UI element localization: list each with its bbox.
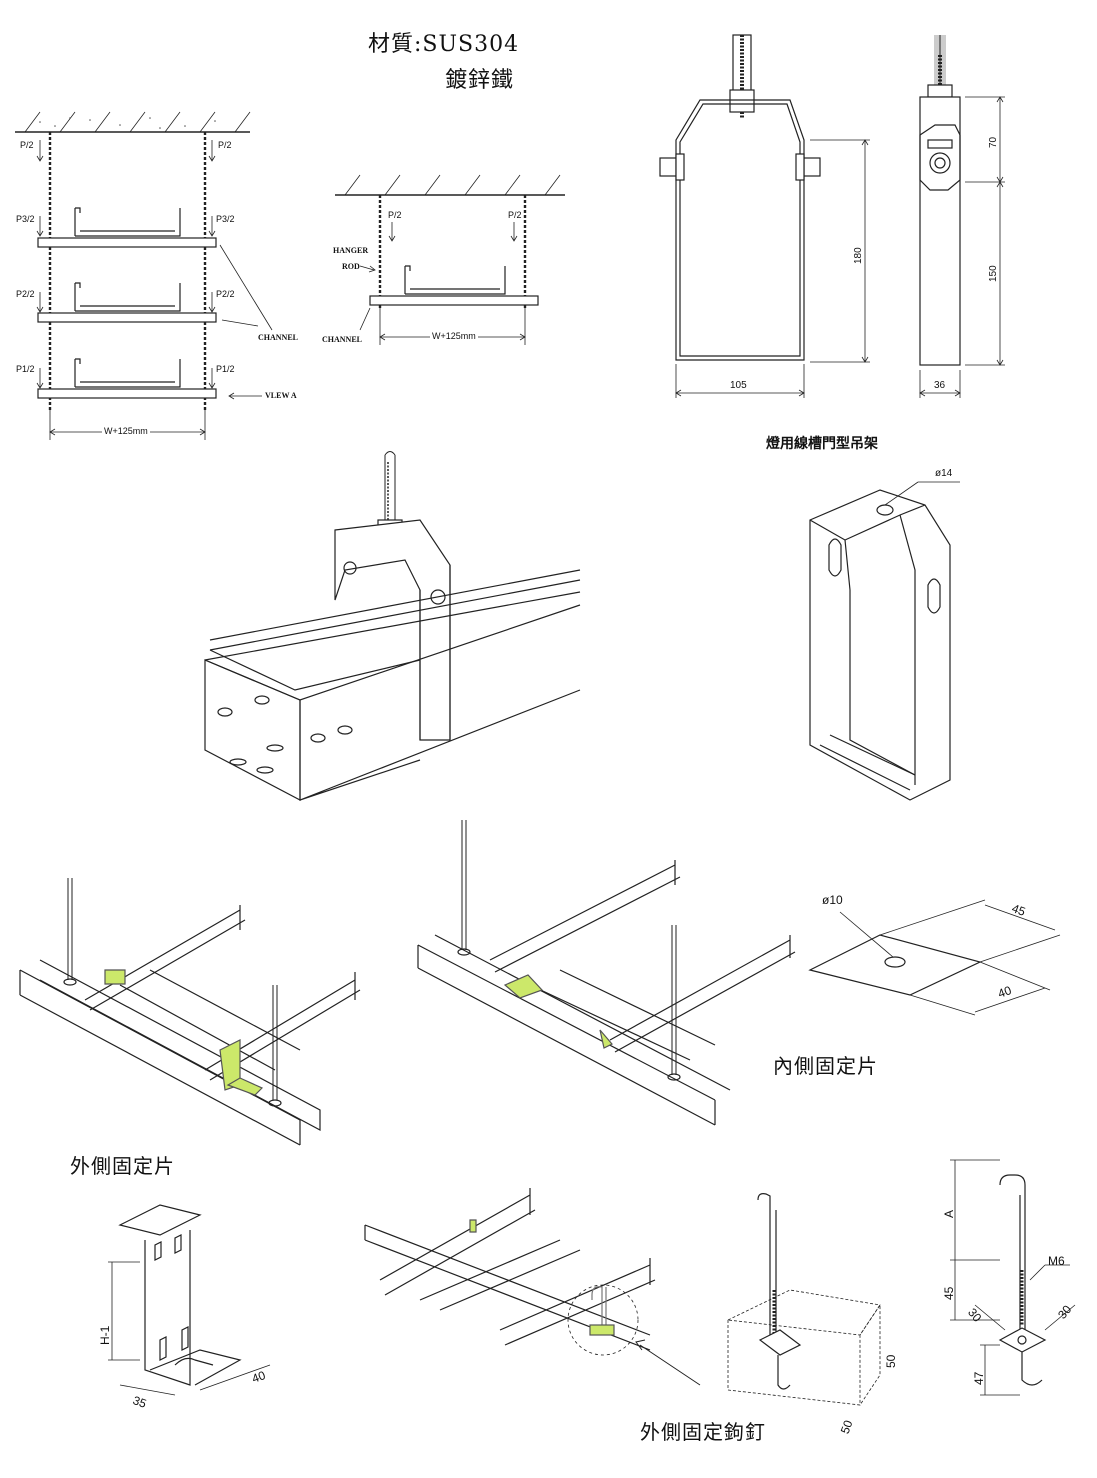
fig1-load-left-2: P2/2 <box>16 289 35 299</box>
inner-plate-installation <box>417 820 796 1126</box>
outer-plate-detail <box>108 1204 271 1396</box>
outer-plate-caption: 外側固定片 <box>70 1154 175 1178</box>
hanger-front-height: 180 <box>853 247 864 264</box>
hook-height: 50 <box>884 1354 898 1368</box>
hanger-side-width: 36 <box>934 380 946 391</box>
three-tier-rack-diagram <box>15 111 273 440</box>
hanger-side-top: 70 <box>988 136 999 148</box>
fig1-load-right-1: P1/2 <box>216 364 235 374</box>
fig2-hanger-label: HANGER <box>333 246 369 255</box>
gate-hanger-title: 燈用線槽門型吊架 <box>766 436 878 452</box>
fig1-load-right-2: P2/2 <box>216 289 235 299</box>
inner-plate-caption: 內側固定片 <box>773 1054 878 1078</box>
inner-plate-detail <box>808 899 1061 1016</box>
hook-detail-a: A <box>942 1209 956 1218</box>
hook-bolt-installation <box>364 1188 701 1386</box>
hanger-front-width: 105 <box>730 380 747 391</box>
hanger-side-view <box>919 35 1005 398</box>
fig1-load-left-top: P/2 <box>20 140 34 150</box>
material-line-2: 鍍鋅鐵 <box>445 68 515 93</box>
fig1-load-right-top: P/2 <box>218 140 232 150</box>
material-line-1: 材質:SUS304 <box>368 32 520 57</box>
single-tier-rack-diagram <box>335 174 565 345</box>
hanger-side-body: 150 <box>988 265 999 282</box>
fig1-load-right-3: P3/2 <box>216 214 235 224</box>
hook-detail-d: 47 <box>972 1371 986 1385</box>
outer-plate-height: H-1 <box>98 1325 112 1345</box>
trunking-hanger-3d <box>204 451 581 801</box>
hook-caption: 外側固定鉤釘 <box>640 1416 766 1445</box>
hook-bolt-block <box>727 1193 881 1406</box>
hanger-front-view <box>659 34 870 398</box>
fig2-rod-label: ROD <box>342 262 360 271</box>
fig1-load-left-3: P3/2 <box>16 214 35 224</box>
hook-caption-text: 外側固定鉤釘 <box>640 1420 766 1444</box>
hook-bolt-detail <box>950 1159 1076 1396</box>
fig1-load-left-1: P1/2 <box>16 364 35 374</box>
fig2-load-left: P/2 <box>388 210 402 220</box>
hook-detail-thread: M6 <box>1048 1254 1065 1268</box>
fig1-channel-label: CHANNEL <box>258 333 299 342</box>
outer-plate-installation <box>19 878 361 1146</box>
fig2-channel-label: CHANNEL <box>322 335 363 344</box>
fig1-view-label: VLEW A <box>265 391 297 400</box>
inner-plate-hole: ø10 <box>822 893 843 907</box>
gate-hanger-hole: ø14 <box>935 468 953 479</box>
fig2-width-label: W+125mm <box>430 331 478 341</box>
door-hanger-isometric <box>809 481 960 801</box>
fig1-width-label: W+125mm <box>102 426 150 436</box>
hook-detail-b: 45 <box>942 1286 956 1300</box>
fig2-load-right: P/2 <box>508 210 522 220</box>
